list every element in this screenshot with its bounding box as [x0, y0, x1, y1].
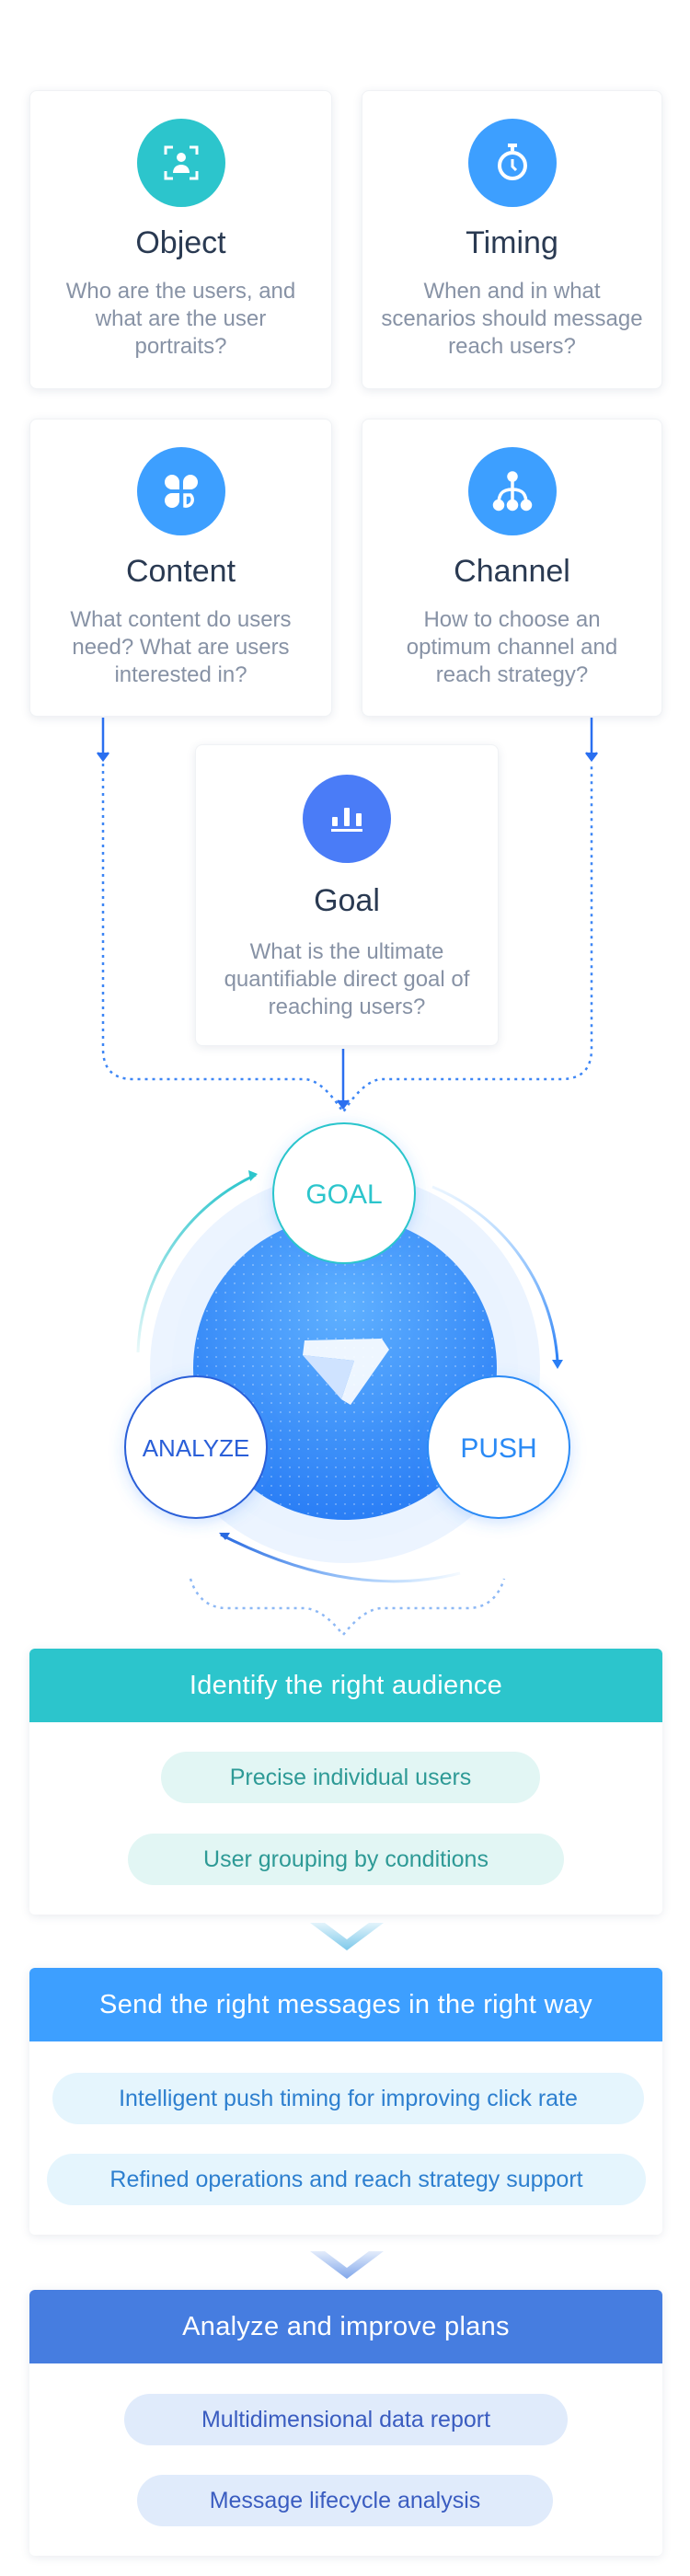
goal-node	[272, 1122, 416, 1264]
pill-item: Refined operations and reach strategy su…	[47, 2154, 646, 2205]
section-header: Identify the right audience	[29, 1649, 662, 1722]
stopwatch-icon	[467, 119, 557, 207]
analyze-label: ANALYZE	[143, 1434, 250, 1462]
section-send-messages: Send the right messages in the right way…	[29, 1968, 662, 2235]
section-identify-audience: Identify the right audience Precise indi…	[29, 1649, 662, 1915]
dotted-connectors	[101, 764, 593, 1638]
card-description: What content do users need? What are use…	[70, 607, 292, 687]
connector-arrows	[97, 718, 598, 1110]
card-title: Timing	[466, 225, 558, 260]
section-header: Send the right messages in the right way	[29, 1968, 662, 2041]
bar-chart-icon	[303, 775, 391, 863]
section-header: Analyze and improve plans	[29, 2290, 662, 2363]
card-object: Object Who are the users, and what are t…	[29, 90, 332, 389]
pill-item: Intelligent push timing for improving cl…	[52, 2073, 644, 2124]
chevron-down-icon	[310, 1923, 384, 1950]
section-analyze-improve: Analyze and improve plans Multidimension…	[29, 2290, 662, 2556]
pill-item: Message lifecycle analysis	[137, 2475, 553, 2526]
branch-icon	[467, 447, 557, 535]
pill-item: Precise individual users	[161, 1752, 540, 1803]
cycle-arrow-left	[136, 1173, 257, 1353]
card-description: When and in what scenarios should messag…	[381, 279, 643, 359]
pill-item: Multidimensional data report	[124, 2394, 568, 2445]
push-label: PUSH	[460, 1433, 536, 1464]
card-channel: Channel How to choose an optimum channel…	[362, 419, 662, 717]
pill-item: User grouping by conditions	[128, 1834, 564, 1885]
user-scan-icon	[136, 119, 225, 207]
card-title: Content	[125, 554, 236, 589]
logo-icon	[303, 1339, 389, 1405]
card-description: Who are the users, and what are the user…	[65, 279, 296, 359]
flow-diagram: GOAL ANALYZE PUSH	[97, 718, 598, 1638]
cycle-arrow-bottom	[220, 1533, 461, 1583]
clover-icon	[136, 447, 225, 535]
card-title: Goal	[314, 883, 380, 918]
card-goal: Goal What is the ultimate quantifiable d…	[195, 744, 499, 1046]
goal-label: GOAL	[305, 1179, 382, 1210]
chevron-down-icon	[310, 2251, 384, 2279]
card-description: How to choose an optimum channel and rea…	[406, 607, 618, 687]
push-node	[427, 1375, 570, 1519]
cycle-arrow-right	[431, 1185, 559, 1363]
card-timing: Timing When and in what scenarios should…	[362, 90, 662, 389]
card-title: Channel	[454, 554, 570, 589]
card-description: What is the ultimate quantifiable direct…	[224, 939, 470, 1019]
analyze-node	[124, 1375, 268, 1519]
card-content: Content What content do users need? What…	[29, 419, 332, 717]
card-title: Object	[135, 225, 226, 260]
